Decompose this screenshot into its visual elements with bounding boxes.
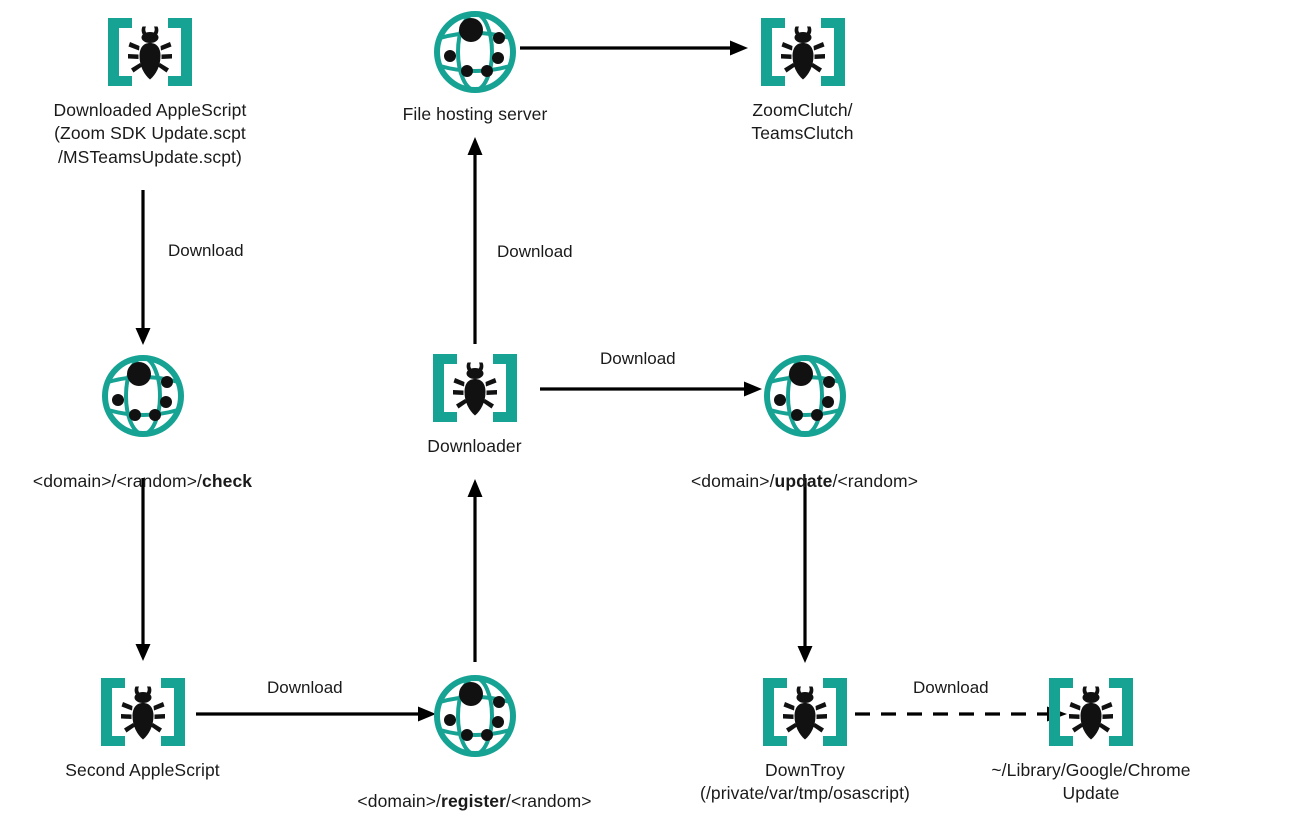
label-part-bold: register xyxy=(441,791,507,812)
label-part-plain-suffix: /<random> xyxy=(506,791,592,812)
edge-second-to-register xyxy=(196,702,438,726)
label-part-plain-prefix: <domain>/ xyxy=(357,791,442,812)
edge-check-to-second xyxy=(131,478,155,662)
edge-label-downtroy-to-chrome: Download xyxy=(913,678,989,697)
edge-downloader-to-server xyxy=(463,136,487,346)
edge-downloader-to-update xyxy=(540,377,764,401)
node-label-downtroy: DownTroy (/private/var/tmp/osascript) xyxy=(700,760,910,804)
edge-applescript-to-check xyxy=(131,190,155,346)
bug-bracket-icon xyxy=(91,672,195,752)
label-part-bold: check xyxy=(202,471,253,492)
bug-bracket-icon xyxy=(98,12,202,92)
node-domain-register-random[interactable]: <domain>/register/<random> xyxy=(357,672,591,814)
node-label-domain-random-check: <domain>/<random>/check xyxy=(33,447,252,494)
edge-server-to-clutch xyxy=(520,36,750,60)
node-second-applescript[interactable]: Second AppleScript xyxy=(60,672,225,782)
globe-network-icon xyxy=(431,8,519,96)
node-domain-random-check[interactable]: <domain>/<random>/check xyxy=(33,352,252,494)
label-part-bold: update xyxy=(774,471,833,492)
node-label-downloader: Downloader xyxy=(427,436,522,456)
node-label-file-hosting-server: File hosting server xyxy=(402,104,548,124)
edge-label-applescript-to-check: Download xyxy=(168,241,244,260)
label-part-plain: <domain>/<random>/ xyxy=(32,471,203,492)
node-downloaded-applescript[interactable]: Downloaded AppleScript (Zoom SDK Update.… xyxy=(45,12,255,169)
edge-register-to-downloader xyxy=(463,478,487,664)
node-chrome-update-path[interactable]: ~/Library/Google/Chrome Update xyxy=(985,672,1197,806)
node-downloader[interactable]: Downloader xyxy=(422,348,527,458)
bug-bracket-icon xyxy=(753,672,857,752)
bug-bracket-icon xyxy=(1039,672,1143,752)
globe-network-icon xyxy=(761,352,849,440)
bug-bracket-icon xyxy=(751,12,855,92)
node-label-domain-register-random: <domain>/register/<random> xyxy=(357,767,591,814)
node-label-domain-update-random: <domain>/update/<random> xyxy=(691,447,918,494)
node-label-downloaded-applescript: Downloaded AppleScript (Zoom SDK Update.… xyxy=(53,100,247,167)
node-downtroy[interactable]: DownTroy (/private/var/tmp/osascript) xyxy=(700,672,910,806)
globe-network-icon xyxy=(99,352,187,440)
edge-label-downloader-to-server: Download xyxy=(497,242,573,261)
node-zoomclutch-teamsclutch[interactable]: ZoomClutch/ TeamsClutch xyxy=(715,12,890,146)
edge-label-second-to-register: Download xyxy=(267,678,343,697)
node-file-hosting-server[interactable]: File hosting server xyxy=(390,8,560,126)
node-domain-update-random[interactable]: <domain>/update/<random> xyxy=(691,352,918,494)
label-part-plain-suffix: /<random> xyxy=(832,471,919,492)
bug-bracket-icon xyxy=(423,348,527,428)
node-label-chrome-update-path: ~/Library/Google/Chrome Update xyxy=(991,760,1191,804)
edge-label-downloader-to-update: Download xyxy=(600,349,676,368)
globe-network-icon xyxy=(431,672,519,760)
node-label-second-applescript: Second AppleScript xyxy=(65,760,220,780)
edge-update-to-downtroy xyxy=(793,478,817,664)
node-label-zoomclutch-teamsclutch: ZoomClutch/ TeamsClutch xyxy=(751,100,854,144)
label-part-plain-prefix: <domain>/ xyxy=(690,471,775,492)
